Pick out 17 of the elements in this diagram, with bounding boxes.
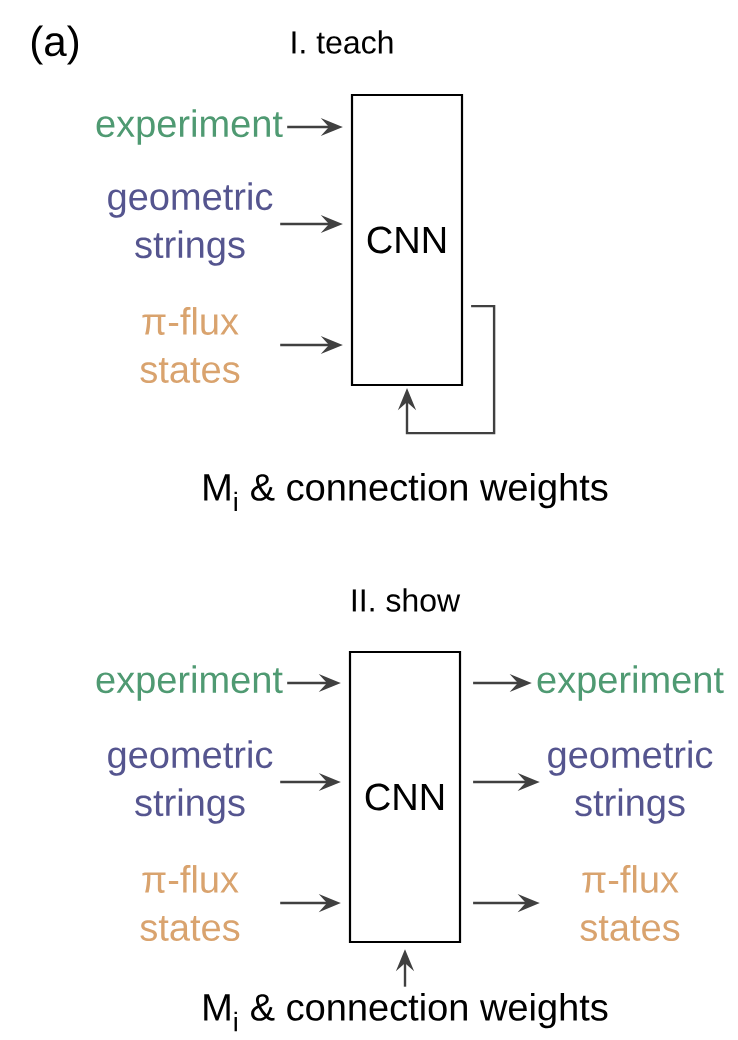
output-label: π-flux states bbox=[580, 865, 680, 941]
output-label: geometric strings bbox=[548, 740, 713, 824]
caption-text: M$_{i}$ & connection weights bbox=[204, 472, 608, 512]
panel-label: (a) bbox=[31, 25, 79, 65]
input-label: experiment bbox=[96, 665, 283, 701]
caption-text: M$_{i}$ & connection weights bbox=[204, 992, 608, 1032]
input-label: experiment bbox=[96, 109, 283, 145]
cnn-box: CNN bbox=[348, 650, 462, 944]
feedback-arrow bbox=[397, 304, 496, 435]
input-label: π-flux states bbox=[140, 307, 240, 383]
output-label: experiment bbox=[537, 665, 724, 701]
input-label: geometric strings bbox=[108, 182, 273, 266]
section-title: II. show bbox=[352, 588, 461, 612]
input-label: π-flux states bbox=[140, 865, 240, 941]
input-label: geometric strings bbox=[108, 740, 273, 824]
section-title: I. teach bbox=[292, 30, 393, 54]
cnn-box: CNN bbox=[350, 93, 464, 387]
